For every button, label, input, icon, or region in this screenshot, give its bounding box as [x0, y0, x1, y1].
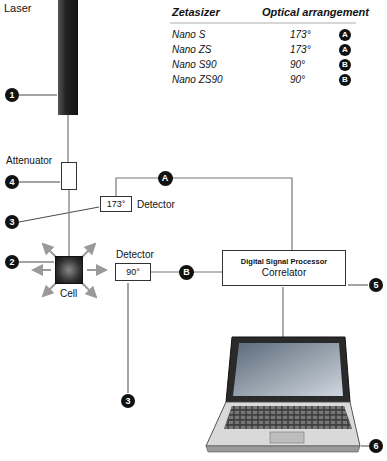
signal-line — [116, 178, 292, 250]
table-cell: 173° — [290, 44, 311, 56]
correlator-box: Digital Signal ProcessorCorrelator — [222, 250, 346, 286]
callout-number: 1 — [5, 88, 19, 102]
part-label: Detector — [116, 249, 154, 261]
table-cell: 90° — [290, 59, 305, 71]
leader-lines — [19, 95, 370, 446]
callout-number: 3 — [5, 215, 19, 229]
sample-cell: Cell — [55, 256, 83, 284]
table-header: Optical arrangement — [262, 6, 369, 19]
callout-number: 6 — [369, 439, 383, 453]
table-cell: Nano S — [172, 29, 205, 41]
box-text: 173° — [107, 199, 126, 209]
table-cell: 90° — [290, 74, 305, 86]
table-marker: B — [339, 59, 351, 71]
box-text: Digital Signal Processor — [241, 258, 327, 267]
signal-marker: B — [179, 265, 194, 280]
part-label: Detector — [137, 199, 175, 211]
laptop-computer — [206, 337, 360, 452]
box-text: 90° — [126, 267, 140, 277]
table-marker: A — [339, 29, 351, 41]
table-cell: Nano ZS — [172, 44, 211, 56]
signal-marker: A — [158, 171, 173, 186]
callout-number: 2 — [5, 255, 19, 269]
part-label: Attenuator — [6, 155, 52, 167]
detector-box: Detector90° — [115, 263, 151, 281]
detector-box: Detector173° — [100, 196, 132, 212]
table-cell: 173° — [290, 29, 311, 41]
signal-line — [68, 190, 69, 256]
attenuator-box: Attenuator — [61, 162, 77, 190]
part-label: Laser — [4, 2, 32, 15]
table-rule — [170, 23, 356, 24]
table-marker: A — [339, 44, 351, 56]
data-cable — [282, 287, 283, 337]
signal-line — [67, 115, 68, 162]
table-marker: B — [339, 74, 351, 86]
callout-number: 4 — [5, 175, 19, 189]
callout-number: 3 — [121, 394, 135, 408]
table-cell: Nano S90 — [172, 59, 216, 71]
table-header: Zetasizer — [172, 6, 220, 19]
table-cell: Nano ZS90 — [172, 74, 223, 86]
part-label: Cell — [60, 288, 77, 300]
callout-number: 5 — [369, 278, 383, 292]
laser-tube: Laser — [58, 0, 78, 115]
box-text: Correlator — [262, 267, 306, 279]
